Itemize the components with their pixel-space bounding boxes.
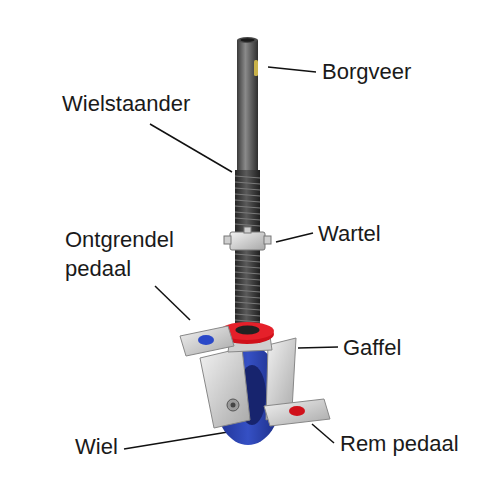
illustration-part	[235, 200, 260, 202]
unlock-pedal	[180, 326, 234, 356]
illustration-part	[230, 232, 265, 250]
illustration-part	[124, 432, 228, 449]
illustration-part	[155, 286, 190, 320]
part-label: Wielstaander	[62, 90, 190, 119]
illustration-part	[235, 170, 260, 332]
illustration-part	[268, 67, 316, 72]
illustration-part	[235, 176, 260, 178]
illustration-part	[289, 406, 305, 416]
illustration-part	[235, 320, 260, 322]
part-label: Ontgrendel pedaal	[65, 226, 190, 283]
illustration-part	[264, 236, 271, 244]
illustration-part	[231, 403, 236, 408]
illustration-part	[236, 326, 260, 335]
illustration-part	[298, 347, 338, 348]
illustration-part	[150, 124, 232, 172]
swivel-nut	[224, 227, 271, 250]
illustration-part	[244, 227, 251, 233]
brake-pedal	[264, 399, 330, 426]
illustration-part	[254, 60, 258, 76]
illustration-part	[235, 194, 260, 196]
illustration-part	[237, 40, 258, 175]
illustration-part	[235, 182, 260, 184]
illustration-part	[235, 212, 260, 214]
part-label: Rem pedaal	[340, 430, 459, 459]
illustration-part	[235, 206, 260, 208]
illustration-part	[237, 37, 258, 43]
illustration-part	[235, 308, 260, 310]
illustration-part	[264, 399, 330, 426]
illustration-part	[180, 326, 234, 356]
part-label: Gaffel	[343, 334, 401, 363]
illustration-part	[235, 296, 260, 298]
part-label: Wartel	[318, 220, 381, 249]
illustration-part	[235, 272, 260, 274]
leader-lines	[124, 67, 338, 449]
illustration-part	[235, 260, 260, 262]
illustration-part	[235, 284, 260, 286]
illustration-part	[235, 254, 260, 256]
illustration-part	[198, 335, 214, 345]
part-label: Borgveer	[322, 58, 411, 87]
wheel-stem	[235, 37, 260, 332]
illustration-part	[241, 38, 255, 42]
illustration-part	[235, 290, 260, 292]
illustration-part	[276, 233, 313, 242]
illustration-part	[200, 348, 250, 428]
illustration-part	[235, 314, 260, 316]
illustration-part	[235, 278, 260, 280]
illustration-part	[235, 302, 260, 304]
illustration-part	[224, 236, 231, 244]
illustration-part	[235, 218, 260, 220]
illustration-part	[235, 266, 260, 268]
illustration-part	[227, 399, 239, 411]
part-label: Wiel	[75, 433, 118, 462]
illustration-part	[312, 424, 334, 443]
illustration-part	[235, 224, 260, 226]
illustration-part	[235, 188, 260, 190]
